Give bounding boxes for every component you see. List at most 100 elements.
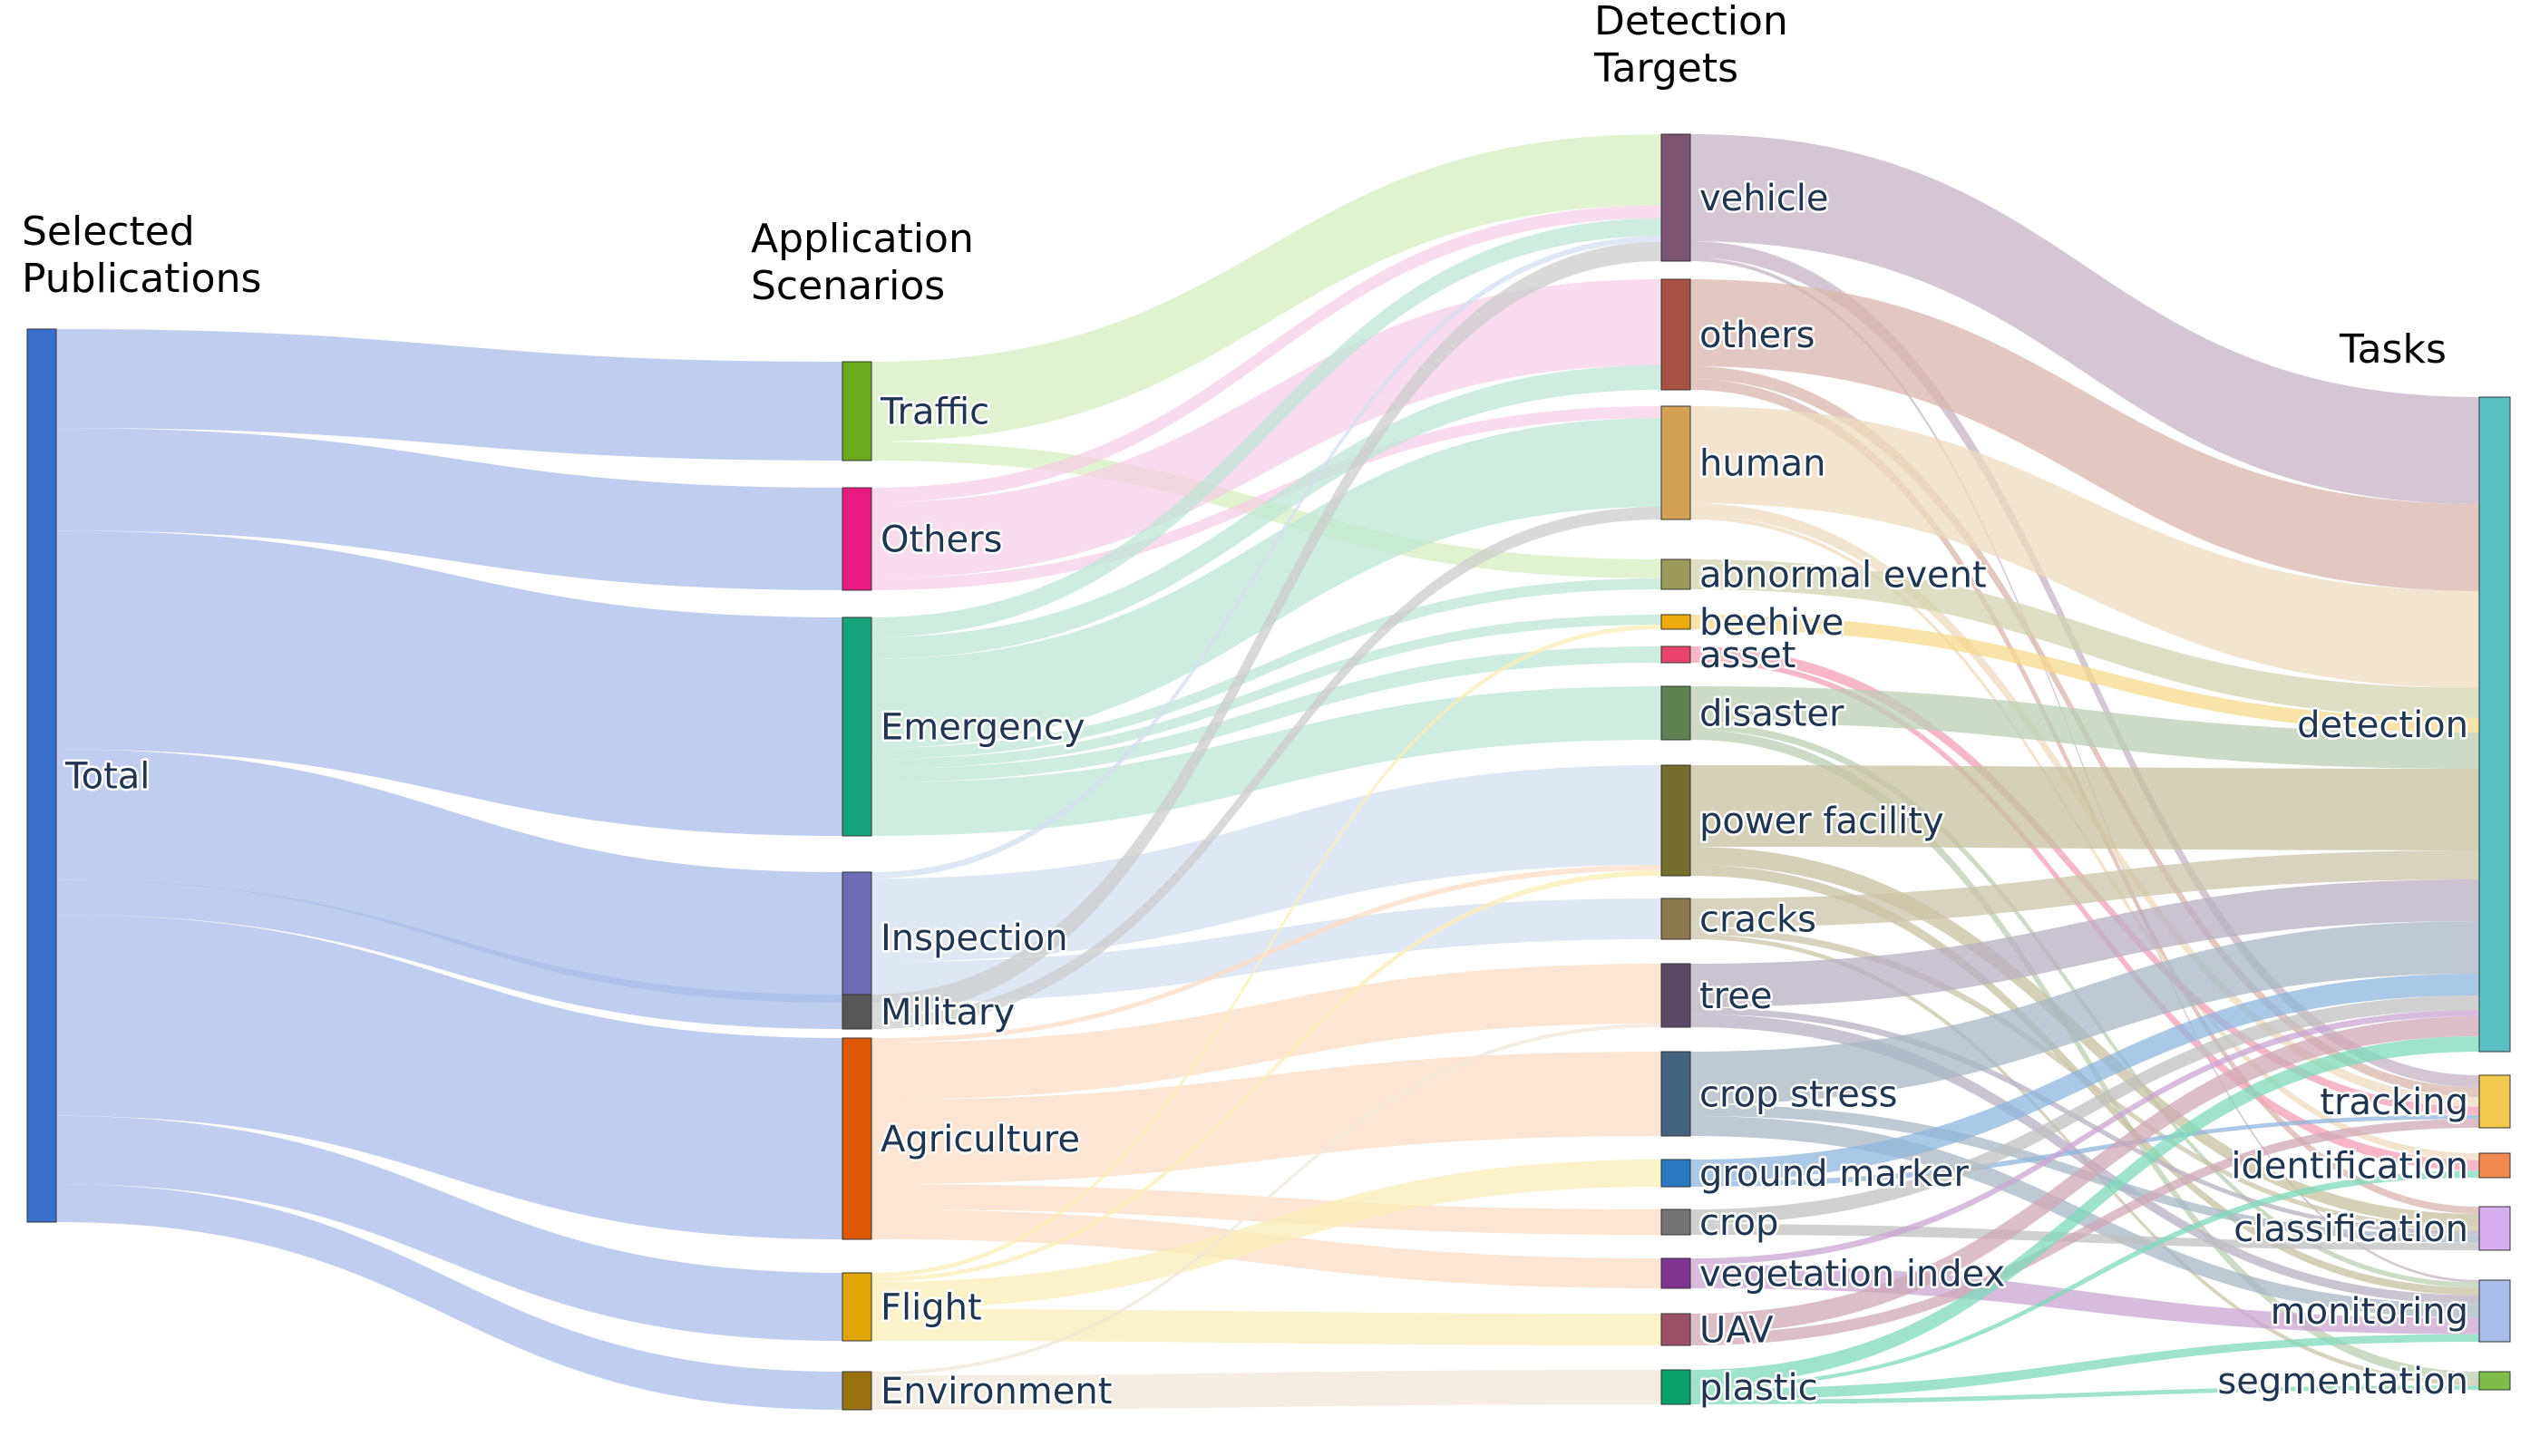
sankey-link-tree-to-detection[interactable] <box>1690 879 2479 1008</box>
sankey-link-ground_marker-to-tracking[interactable] <box>1690 1114 2479 1187</box>
sankey-node-ground_marker[interactable] <box>1660 1159 1691 1188</box>
sankey-link-uav-to-detection[interactable] <box>1690 1016 2479 1334</box>
sankey-node-inspection[interactable] <box>842 871 872 1004</box>
sankey-link-total-to-agriculture[interactable] <box>56 914 842 1239</box>
sankey-node-uav[interactable] <box>1660 1313 1691 1346</box>
sankey-link-ground_marker-to-detection[interactable] <box>1690 974 2479 1181</box>
sankey-node-agriculture[interactable] <box>842 1037 872 1240</box>
sankey-link-disaster-to-segmentation[interactable] <box>1690 730 2479 1382</box>
sankey-link-crop_stress-to-detection[interactable] <box>1690 921 2479 1104</box>
sankey-link-agriculture-to-power_facility[interactable] <box>871 865 1661 1043</box>
sankey-link-crop-to-classification[interactable] <box>1690 1224 2479 1250</box>
sankey-node-monitoring[interactable] <box>2478 1279 2511 1343</box>
sankey-node-beehive[interactable] <box>1660 614 1691 630</box>
sankey-link-others_tgt-to-detection[interactable] <box>1690 279 2479 591</box>
sankey-link-vegetation_index-to-monitoring[interactable] <box>1690 1265 2479 1335</box>
sankey-link-flight-to-uav[interactable] <box>871 1309 1661 1345</box>
sankey-link-military-to-human[interactable] <box>871 507 1661 1029</box>
sankey-node-environment[interactable] <box>842 1371 872 1411</box>
sankey-link-flight-to-beehive[interactable] <box>871 625 1661 1277</box>
sankey-node-label-abnormal_event: abnormal event <box>1699 555 1987 597</box>
sankey-link-environment-to-tree[interactable] <box>871 1023 1661 1375</box>
sankey-node-tracking[interactable] <box>2478 1074 2511 1129</box>
column-title-t-tasks: Tasks <box>2339 326 2447 373</box>
sankey-node-flight[interactable] <box>842 1272 872 1342</box>
sankey-link-human-to-detection[interactable] <box>1690 406 2479 688</box>
sankey-node-emergency[interactable] <box>842 616 872 837</box>
sankey-link-total-to-environment[interactable] <box>56 1183 842 1410</box>
sankey-link-total-to-flight[interactable] <box>56 1115 842 1341</box>
sankey-node-human[interactable] <box>1660 405 1691 520</box>
sankey-link-total-to-emergency[interactable] <box>56 530 842 836</box>
sankey-link-total-to-inspection[interactable] <box>56 749 842 1003</box>
sankey-link-plastic-to-identification[interactable] <box>1690 1170 2479 1389</box>
sankey-link-environment-to-plastic[interactable] <box>871 1370 1661 1410</box>
sankey-link-cracks-to-detection[interactable] <box>1690 850 2479 927</box>
sankey-link-abnormal_event-to-detection[interactable] <box>1690 559 2479 718</box>
sankey-link-traffic-to-vehicle[interactable] <box>871 134 1661 442</box>
sankey-link-agriculture-to-crop_stress[interactable] <box>871 1052 1661 1184</box>
sankey-node-traffic[interactable] <box>842 361 872 461</box>
sankey-node-abnormal_event[interactable] <box>1660 558 1691 590</box>
sankey-node-label-traffic: Traffic <box>880 392 989 433</box>
sankey-link-inspection-to-vehicle[interactable] <box>871 236 1661 878</box>
sankey-node-tree[interactable] <box>1660 963 1691 1028</box>
sankey-node-crop[interactable] <box>1660 1208 1691 1236</box>
sankey-link-others_scn-to-vehicle[interactable] <box>871 205 1661 502</box>
sankey-link-military-to-vehicle[interactable] <box>871 241 1661 1016</box>
sankey-link-tree-to-monitoring[interactable] <box>1690 1014 2479 1305</box>
sankey-link-flight-to-power_facility[interactable] <box>871 870 1661 1282</box>
sankey-link-emergency-to-disaster[interactable] <box>871 686 1661 836</box>
sankey-link-agriculture-to-tree[interactable] <box>871 964 1661 1100</box>
sankey-node-power_facility[interactable] <box>1660 764 1691 877</box>
sankey-link-flight-to-ground_marker[interactable] <box>871 1160 1661 1309</box>
sankey-node-label-agriculture: Agriculture <box>881 1119 1080 1160</box>
sankey-link-power_facility-to-detection[interactable] <box>1690 765 2479 850</box>
sankey-link-plastic-to-detection[interactable] <box>1690 1036 2479 1385</box>
sankey-link-vehicle-to-tracking[interactable] <box>1690 241 2479 1088</box>
sankey-link-plastic-to-segmentation[interactable] <box>1690 1385 2479 1404</box>
sankey-node-crop_stress[interactable] <box>1660 1051 1691 1137</box>
sankey-node-segmentation[interactable] <box>2478 1371 2511 1391</box>
sankey-node-label-ground_marker: ground marker <box>1699 1153 1970 1195</box>
sankey-node-vehicle[interactable] <box>1660 133 1691 262</box>
sankey-node-disaster[interactable] <box>1660 685 1691 741</box>
sankey-node-plastic[interactable] <box>1660 1369 1691 1405</box>
sankey-node-total[interactable] <box>26 328 57 1223</box>
sankey-link-emergency-to-human[interactable] <box>871 418 1661 748</box>
sankey-node-cracks[interactable] <box>1660 898 1691 940</box>
sankey-link-beehive-to-detection[interactable] <box>1690 615 2479 733</box>
sankey-link-emergency-to-others_tgt[interactable] <box>871 364 1661 659</box>
sankey-link-emergency-to-asset[interactable] <box>871 646 1661 782</box>
sankey-link-emergency-to-vehicle[interactable] <box>871 218 1661 637</box>
sankey-link-total-to-others_scn[interactable] <box>56 428 842 590</box>
sankey-node-vegetation_index[interactable] <box>1660 1257 1691 1289</box>
sankey-link-emergency-to-abnormal_event[interactable] <box>871 578 1661 759</box>
sankey-link-others_scn-to-human[interactable] <box>871 406 1661 590</box>
sankey-link-emergency-to-beehive[interactable] <box>871 615 1661 769</box>
sankey-node-classification[interactable] <box>2478 1206 2511 1251</box>
sankey-link-plastic-to-monitoring[interactable] <box>1690 1334 2479 1400</box>
sankey-link-vehicle-to-detection[interactable] <box>1690 134 2479 504</box>
sankey-node-detection[interactable] <box>2478 396 2511 1053</box>
sankey-link-inspection-to-power_facility[interactable] <box>871 765 1661 962</box>
sankey-link-tree-to-classification[interactable] <box>1690 1007 2479 1236</box>
sankey-link-agriculture-to-crop[interactable] <box>871 1184 1661 1235</box>
sankey-link-agriculture-to-vegetation_index[interactable] <box>871 1209 1661 1288</box>
sankey-link-vegetation_index-to-detection[interactable] <box>1690 1010 2479 1265</box>
sankey-link-disaster-to-detection[interactable] <box>1690 686 2479 769</box>
sankey-link-total-to-military[interactable] <box>56 879 842 1029</box>
sankey-link-asset-to-identification[interactable] <box>1690 657 2479 1171</box>
sankey-node-asset[interactable] <box>1660 645 1691 664</box>
sankey-node-others_scn[interactable] <box>842 487 872 591</box>
sankey-node-others_tgt[interactable] <box>1660 278 1691 391</box>
sankey-node-label-flight: Flight <box>881 1287 982 1329</box>
sankey-node-identification[interactable] <box>2478 1152 2511 1179</box>
sankey-node-military[interactable] <box>842 994 872 1030</box>
sankey-node-label-beehive: beehive <box>1699 602 1844 644</box>
sankey-node-label-uav: UAV <box>1699 1310 1774 1352</box>
sankey-link-uav-to-tracking[interactable] <box>1690 1119 2479 1345</box>
sankey-link-total-to-traffic[interactable] <box>56 329 842 461</box>
sankey-link-crop-to-detection[interactable] <box>1690 995 2479 1224</box>
